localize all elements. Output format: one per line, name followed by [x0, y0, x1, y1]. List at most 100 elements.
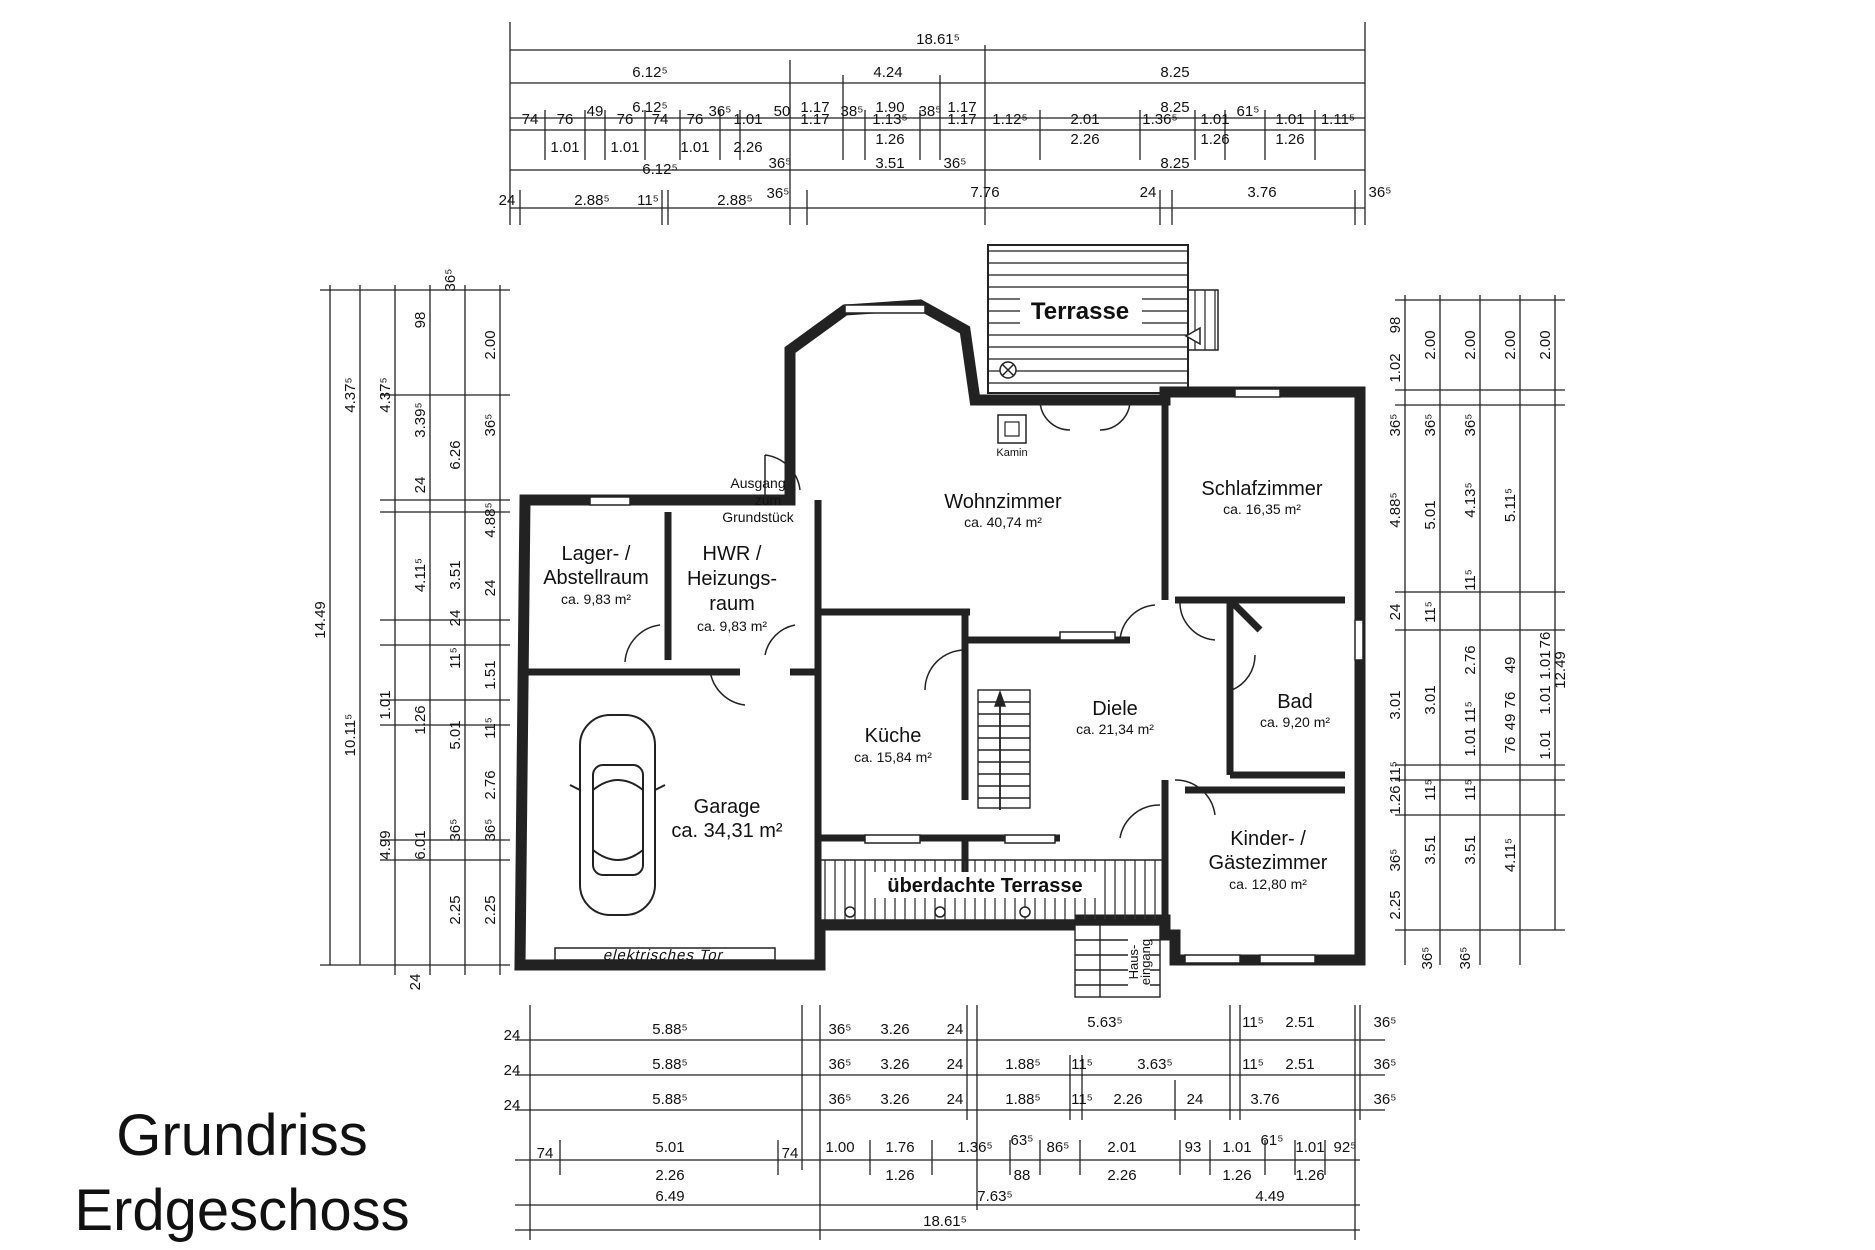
dim-label: 2.00 [1502, 330, 1519, 359]
dim-label: 2.51 [1285, 1014, 1314, 1031]
dim-label: 1.17 [947, 111, 976, 128]
dim-label: 74 [522, 111, 539, 128]
dim-label: 5.11⁵ [1502, 488, 1519, 522]
dim-label: 86⁵ [1047, 1139, 1070, 1156]
dim-label: 1.01 [1200, 111, 1229, 128]
dim-label: 36⁵ [1374, 1014, 1397, 1031]
dim-label: 3.76 [1247, 184, 1276, 201]
dim-label: 1.01 [610, 139, 639, 156]
dim-label: 1.01 [733, 111, 762, 128]
covered-terrace: überdachte Terrasse [819, 859, 1166, 921]
dim-label: 11⁵ [1462, 701, 1479, 723]
dim-label: 4.11⁵ [412, 558, 429, 592]
dim-label: 61⁵ [1261, 1132, 1284, 1149]
dim-label: 11⁵ [1242, 1014, 1264, 1031]
dim-label: 76 [1502, 737, 1519, 754]
covered-terrace-label: überdachte Terrasse [887, 875, 1082, 897]
dim-label: 1.11⁵ [1321, 111, 1355, 128]
dim-label: 11⁵ [1387, 761, 1404, 783]
dim-label: 11⁵ [447, 647, 464, 669]
dim-label: 1.88⁵ [1005, 1056, 1040, 1073]
dim-label: 2.26 [1070, 131, 1099, 148]
room-area-wohnzimmer: ca. 40,74 m² [964, 514, 1042, 530]
bottom-dimension-chain [515, 1005, 1385, 1240]
dim-label: 93 [1185, 1139, 1202, 1156]
dim-label: 1.26 [1222, 1167, 1251, 1184]
dim-label: 1.26 [1295, 1167, 1324, 1184]
right-dimension-chain [1395, 295, 1565, 965]
dim-label: 7.63⁵ [977, 1188, 1012, 1205]
dim-label: 6.01 [412, 830, 429, 859]
dim-label: 1.17 [947, 99, 976, 116]
dim-label: 4.99 [377, 830, 394, 859]
dim-label: 24 [947, 1056, 964, 1073]
room-area-kueche: ca. 15,84 m² [854, 749, 932, 765]
dim-label: 1.01 [1222, 1139, 1251, 1156]
room-name-wohnzimmer: Wohnzimmer [944, 491, 1062, 513]
door-terrace [1039, 399, 1131, 431]
dim-label: 2.26 [1113, 1091, 1142, 1108]
dim-label: 6.26 [447, 440, 464, 469]
dim-label: 1.26 [875, 131, 904, 148]
dim-label: 36⁵ [709, 103, 732, 120]
dim-label: 3.63⁵ [1137, 1056, 1172, 1073]
dim-label: 1.17 [800, 99, 829, 116]
left-dimension-labels: 14.49 4.37⁵ 10.11⁵ 4.37⁵ 1.01 4.99 98 3.… [312, 269, 499, 991]
dim-label: 2.00 [1537, 330, 1554, 359]
dim-label: 2.76 [1462, 645, 1479, 674]
room-area-schlafzimmer: ca. 16,35 m² [1223, 501, 1301, 517]
dim-label: 24 [482, 580, 499, 597]
dim-label: 36⁵ [1387, 414, 1404, 437]
dim-label: 36⁵ [482, 819, 499, 842]
dim-label: 5.88⁵ [652, 1056, 687, 1073]
windows [554, 304, 1364, 964]
dim-label: 2.25 [447, 895, 464, 924]
dim-label: 6.12⁵ [632, 64, 667, 81]
dim-label: 18.61⁵ [923, 1213, 967, 1230]
dim-label: 74 [782, 1145, 799, 1162]
dim-label: 1.26 [1200, 131, 1229, 148]
room-area-bad: ca. 9,20 m² [1260, 714, 1330, 730]
dim-label: 1.26 [1275, 131, 1304, 148]
dim-label: 24 [499, 192, 516, 209]
dim-label: 5.01 [447, 720, 464, 749]
dim-label: 1.17 [800, 111, 829, 128]
room-name-hwr-3: raum [709, 593, 755, 615]
dim-label: 3.01 [1422, 685, 1439, 714]
dim-label: 5.63⁵ [1087, 1014, 1122, 1031]
dim-label: 38⁵ [919, 103, 942, 120]
dim-label: 1.12⁵ [992, 111, 1027, 128]
room-name-garage: Garage [694, 796, 761, 818]
dim-label: 11⁵ [1071, 1091, 1093, 1108]
dim-label: 7.76 [970, 184, 999, 201]
dim-label: 1.01 [1537, 650, 1554, 679]
dim-label: 2.51 [1285, 1056, 1314, 1073]
dim-label: 8.25 [1160, 155, 1189, 172]
dim-label: 76 [687, 111, 704, 128]
door-garage [709, 669, 746, 706]
dim-label: 36⁵ [1422, 414, 1439, 437]
dim-label: 24 [1140, 184, 1157, 201]
dim-label: 11⁵ [1071, 1056, 1093, 1073]
dim-label: 36⁵ [1462, 414, 1479, 437]
dim-label: 50 [774, 103, 791, 120]
dim-label: 6.12⁵ [642, 161, 677, 178]
right-dimension-labels: 98 1.02 36⁵ 4.88⁵ 24 3.01 11⁵ 1.26 36⁵ 2… [1387, 317, 1569, 970]
door-schlafzimmer [1179, 599, 1216, 641]
exit-label: Ausgang [730, 475, 785, 491]
dim-label: 3.51 [875, 155, 904, 172]
dim-label: 1.51 [482, 660, 499, 689]
exit-label: zum [755, 492, 781, 508]
dim-label: 1.01 [377, 690, 394, 719]
room-name-schlafzimmer: Schlafzimmer [1201, 478, 1322, 500]
dim-label: 88 [1014, 1167, 1031, 1184]
dim-label: 2.76 [482, 770, 499, 799]
dim-label: 11⁵ [482, 717, 499, 739]
dim-label: 3.39⁵ [412, 402, 429, 437]
dim-label: 6.12⁵ [632, 99, 667, 116]
dim-label: 1.26 [1387, 785, 1404, 814]
dim-label: 74 [652, 111, 669, 128]
dim-label: 24 [1187, 1091, 1204, 1108]
dim-label: 5.01 [655, 1139, 684, 1156]
